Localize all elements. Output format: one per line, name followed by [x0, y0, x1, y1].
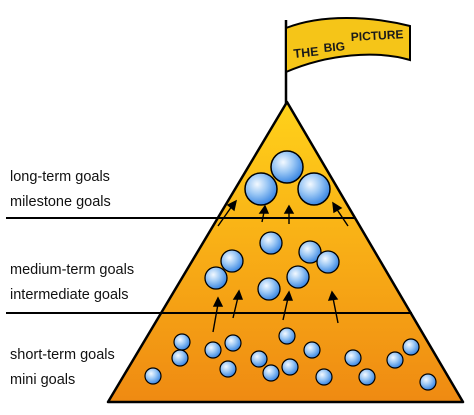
arrows-bottom-to-middle	[212, 289, 339, 333]
goal-bubble-icon	[259, 231, 283, 255]
goal-bubble-icon	[144, 367, 162, 385]
arrow-up-icon	[327, 290, 339, 324]
middle-tier-bubbles	[204, 231, 340, 301]
goal-bubble-icon	[224, 334, 242, 352]
flag-word-picture: PICTURE	[350, 27, 403, 44]
tier-bottom-label-1: short-term goals	[10, 347, 115, 363]
tier-bottom-label-2: mini goals	[10, 372, 75, 388]
goal-bubble-icon	[204, 341, 222, 359]
goal-bubble-icon	[204, 266, 228, 290]
goal-bubble-icon	[171, 349, 189, 367]
goal-bubble-icon	[244, 172, 278, 206]
goal-bubble-icon	[316, 250, 340, 274]
goal-bubble-icon	[270, 150, 304, 184]
goal-bubble-icon	[358, 368, 376, 386]
arrow-up-icon	[283, 204, 295, 224]
bottom-tier-bubbles	[144, 327, 437, 391]
goal-bubble-icon	[219, 360, 237, 378]
flag-icon	[285, 17, 411, 74]
big-picture-flag: THE BIG PICTURE	[284, 17, 411, 104]
goal-bubble-icon	[297, 172, 331, 206]
arrow-up-icon	[232, 289, 244, 319]
pyramid	[106, 100, 465, 404]
flag-word-the: THE	[293, 44, 319, 61]
goal-bubble-icon	[402, 338, 420, 356]
goal-bubble-icon	[257, 277, 281, 301]
goal-bubble-icon	[303, 341, 321, 359]
goal-bubble-icon	[286, 265, 310, 289]
arrow-up-icon	[212, 296, 224, 333]
goal-bubble-icon	[173, 333, 191, 351]
goal-bubble-icon	[386, 351, 404, 369]
goal-bubble-icon	[344, 349, 362, 367]
goal-bubble-icon	[262, 364, 280, 382]
goal-bubble-icon	[298, 240, 322, 264]
top-tier-bubbles	[244, 150, 331, 206]
tier-middle-label-1: medium-term goals	[10, 262, 134, 278]
arrow-up-icon	[282, 290, 294, 321]
arrow-up-icon	[258, 204, 270, 223]
tier-top-label-1: long-term goals	[10, 169, 110, 185]
arrow-up-icon	[217, 199, 238, 227]
goal-bubble-icon	[250, 350, 268, 368]
tier-middle-label-2: intermediate goals	[10, 287, 129, 303]
goal-bubble-icon	[220, 249, 244, 273]
flag-word-big: BIG	[323, 39, 345, 55]
goal-bubble-icon	[315, 368, 333, 386]
goal-bubble-icon	[281, 358, 299, 376]
tier-top-label-2: milestone goals	[10, 194, 111, 210]
goal-bubble-icon	[419, 373, 437, 391]
goal-bubble-icon	[278, 327, 296, 345]
arrow-up-icon	[332, 201, 349, 227]
arrows-middle-to-top	[217, 199, 349, 227]
